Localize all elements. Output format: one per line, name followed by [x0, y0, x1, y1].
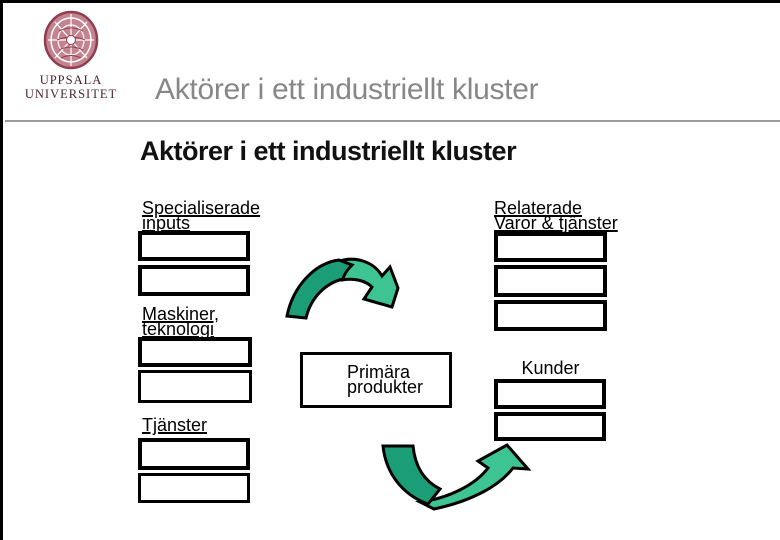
label-primara-produkter: Primära produkter	[347, 362, 424, 397]
label-primara-line1: Primära	[347, 362, 411, 382]
empty-box-relaterade-3	[494, 300, 607, 331]
university-logo: UPPSALA UNIVERSITET	[13, 5, 129, 101]
university-name-line2: UNIVERSITET	[24, 87, 118, 101]
header-title: Aktörer i ett industriellt kluster	[155, 73, 539, 106]
label-relaterade-line1: Relaterade	[494, 198, 583, 218]
slide-inner-title: Aktörer i ett industriellt kluster	[140, 136, 517, 166]
empty-box-tjanster-1	[138, 438, 250, 470]
label-relaterade-varor: Relaterade Varor & tjänster	[494, 198, 618, 233]
empty-box-maskiner-1	[138, 337, 252, 367]
slide-top-border	[0, 0, 780, 3]
empty-box-specialiserade-2	[138, 265, 250, 296]
university-name-line1: UPPSALA	[39, 73, 103, 87]
curved-arrow-bottom-icon	[381, 443, 532, 511]
university-seal-icon	[43, 10, 99, 70]
empty-box-relaterade-2	[494, 265, 607, 297]
primara-produkter-box: Primära produkter	[300, 352, 452, 408]
empty-box-relaterade-1	[494, 232, 607, 262]
university-name: UPPSALA UNIVERSITET	[13, 73, 129, 101]
empty-box-specialiserade-1	[138, 231, 250, 261]
label-kunder-line1: Kunder	[521, 358, 580, 378]
empty-box-kunder-2	[494, 412, 606, 441]
label-specialiserade-line1: Specialiserade	[142, 198, 261, 218]
label-primara-line2: produkter	[347, 377, 424, 397]
empty-box-kunder-1	[494, 379, 606, 409]
curved-arrow-top-icon	[285, 257, 400, 320]
slide-header: UPPSALA UNIVERSITET Aktörer i ett indust…	[3, 3, 780, 120]
label-maskiner-teknologi: Maskiner, teknologi	[142, 304, 220, 339]
empty-box-maskiner-2	[138, 370, 252, 403]
label-specialiserade-inputs: Specialiserade inputs	[142, 198, 261, 233]
label-tjanster: Tjänster	[142, 415, 208, 435]
label-relaterade-line2: Varor & tjänster	[494, 212, 618, 233]
slide-left-border	[0, 0, 3, 540]
label-tjanster-line1: Tjänster	[142, 415, 208, 435]
empty-box-tjanster-2	[138, 473, 250, 503]
label-kunder: Kunder	[494, 358, 607, 378]
header-separator-line	[5, 120, 780, 122]
slide-content: Aktörer i ett industriellt kluster Speci…	[3, 122, 780, 540]
label-maskiner-line1: Maskiner,	[142, 304, 220, 324]
label-maskiner-line2: teknologi	[142, 318, 215, 339]
label-specialiserade-line2: inputs	[142, 212, 191, 233]
